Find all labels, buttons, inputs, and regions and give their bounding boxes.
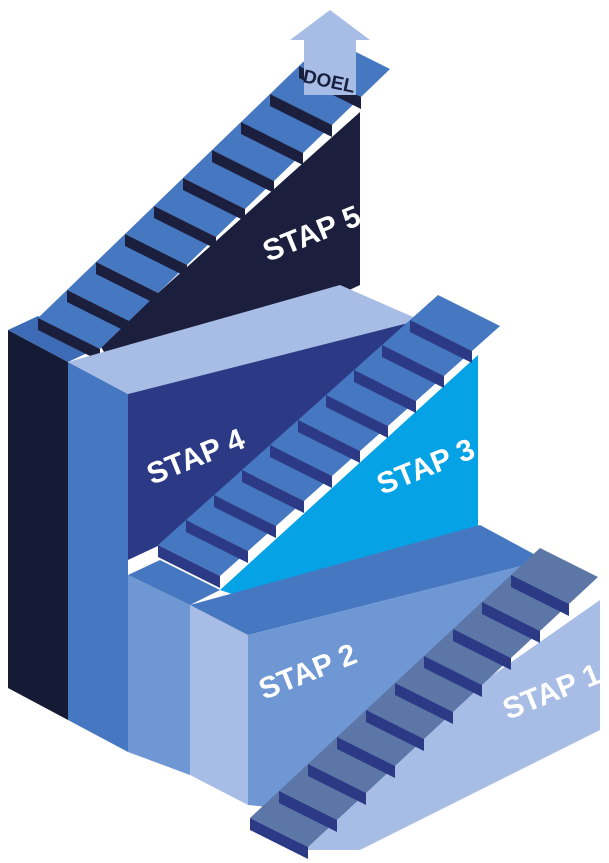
stap5-step-riser xyxy=(212,150,274,193)
stap1-step-tread xyxy=(366,683,453,739)
goal-arrow-icon xyxy=(290,10,370,95)
stap5-wall xyxy=(100,112,360,394)
stap5-step-tread xyxy=(96,234,187,293)
stap5-step-riser xyxy=(67,290,129,333)
stap4-step-riser xyxy=(410,320,472,363)
stap4-platform xyxy=(68,285,420,394)
stap5-step-riser xyxy=(241,122,303,165)
stap5-stairs xyxy=(38,38,390,361)
stap1-step-tread xyxy=(453,602,540,658)
stap5-step-tread xyxy=(212,122,303,181)
stap3-top xyxy=(128,560,220,605)
stap5-step-tread xyxy=(125,206,216,265)
stap1-step-riser xyxy=(308,764,366,805)
stap1-step-tread xyxy=(279,764,366,820)
left-pillar-top xyxy=(8,316,98,362)
stap4-step-riser xyxy=(242,470,304,513)
stap1-step-riser xyxy=(366,710,424,751)
stap1-step-riser xyxy=(453,629,511,670)
stap1-step-tread xyxy=(250,791,337,847)
stap4-step-tread xyxy=(158,520,248,576)
stap1-step-tread xyxy=(308,737,395,793)
stap1-step-riser xyxy=(337,737,395,778)
stap4-step-tread xyxy=(242,445,332,501)
stap5-step-tread xyxy=(38,290,129,349)
stap3-wall xyxy=(220,355,478,600)
stap5-step-tread xyxy=(183,150,274,209)
stap2-front-pillar xyxy=(190,605,248,805)
stap1-step-riser xyxy=(424,656,482,697)
stap4-stairs xyxy=(158,295,500,588)
stap4-step-riser xyxy=(186,520,248,563)
stap2-platform xyxy=(190,525,545,635)
stap4-step-tread xyxy=(186,495,276,551)
stap5-step-tread xyxy=(67,262,158,321)
stap1-step-riser xyxy=(395,683,453,724)
stap4-step-riser xyxy=(382,345,444,388)
stap1-step-tread xyxy=(395,656,482,712)
stap5-step-riser xyxy=(183,178,245,221)
stap5-step-riser xyxy=(96,262,158,305)
stap3-front-pillar xyxy=(128,575,190,775)
stap4-step-tread xyxy=(326,370,416,426)
stap1-step-riser xyxy=(279,791,337,832)
stap5-step-riser xyxy=(270,94,332,137)
stap5-step-tread xyxy=(154,178,245,237)
stap4-step-tread xyxy=(270,420,360,476)
stap5-step-tread xyxy=(270,66,361,125)
stap1-stairs xyxy=(250,548,598,859)
stap4-step-riser xyxy=(326,395,388,438)
stap1-wall xyxy=(300,600,600,850)
stap4-step-tread xyxy=(382,320,472,376)
stap4-step-riser xyxy=(298,420,360,463)
stap5-step-tread xyxy=(241,94,332,153)
stap1-step-tread xyxy=(337,710,424,766)
stap1-step-riser xyxy=(250,818,308,859)
left-dark-pillar xyxy=(8,330,68,720)
stap1-step-tread xyxy=(424,629,511,685)
stap1-step-tread xyxy=(482,575,569,631)
stap4-step-tread xyxy=(354,345,444,401)
stap1-step-riser xyxy=(482,602,540,643)
stap4-step-tread xyxy=(214,470,304,526)
stap1-step-riser xyxy=(511,575,569,616)
left-mid-pillar xyxy=(68,362,128,752)
stap5-step-riser xyxy=(38,318,100,361)
stap4-step-riser xyxy=(270,445,332,488)
stap4-step-riser xyxy=(158,545,220,588)
stap4-step-riser xyxy=(214,495,276,538)
stap1-step-tread xyxy=(511,548,598,604)
stap5-step-riser xyxy=(154,206,216,249)
stap4-step-tread xyxy=(298,395,388,451)
stap4-step-riser xyxy=(354,370,416,413)
stap5-step-riser xyxy=(125,234,187,277)
stap4-step-tread xyxy=(410,295,500,351)
